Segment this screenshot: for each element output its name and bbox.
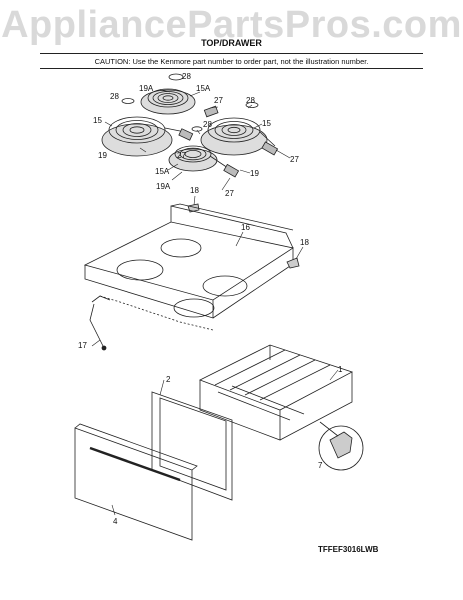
caution-divider — [40, 68, 423, 69]
callout-4: 4 — [113, 517, 118, 526]
header-divider — [40, 53, 423, 54]
drawer-body — [199, 344, 354, 441]
callout-28: 28 — [246, 96, 255, 105]
caution-note: CAUTION: Use the Kenmore part number to … — [94, 57, 369, 66]
callout-15: 15 — [93, 116, 102, 125]
callout-7: 7 — [318, 461, 323, 470]
trim-rings — [121, 73, 259, 132]
drawer-panel — [74, 423, 198, 541]
callout-28: 28 — [110, 92, 119, 101]
wire-harness — [89, 295, 111, 351]
callout-28: 28 — [203, 120, 212, 129]
callout-27: 27 — [177, 151, 186, 160]
callout-27: 27 — [225, 189, 234, 198]
callout-27: 27 — [290, 155, 299, 164]
drawer-front-frame — [151, 391, 233, 501]
element-center — [168, 145, 229, 172]
element-rear-left — [140, 88, 196, 115]
main-top-panel — [83, 203, 295, 331]
callout-19a: 19A — [156, 182, 171, 191]
section-title: TOP/DRAWER — [201, 38, 262, 48]
receptacle-blocks — [178, 105, 279, 178]
callout-16: 16 — [241, 223, 250, 232]
drawer-glide-inset — [318, 421, 364, 471]
callout-2: 2 — [166, 375, 171, 384]
callout-15a: 15A — [155, 167, 170, 176]
callout-18: 18 — [190, 186, 199, 195]
callout-18: 18 — [300, 238, 309, 247]
model-code: TFFEF3016LWB — [318, 545, 379, 554]
callout-27: 27 — [214, 96, 223, 105]
element-right — [200, 117, 276, 156]
callout-19: 19 — [98, 151, 107, 160]
callout-17: 17 — [78, 341, 87, 350]
watermark: AppliancePartsPros.com — [1, 4, 462, 46]
clip-right — [286, 257, 300, 269]
callout-labels: 28 19A 15A 28 27 28 15 15 19 27 28 27 15… — [78, 72, 343, 526]
callout-19: 19 — [250, 169, 259, 178]
callout-1: 1 — [338, 365, 343, 374]
callout-28: 28 — [182, 72, 191, 81]
callout-15: 15 — [262, 119, 271, 128]
leader-lines — [91, 89, 339, 516]
callout-15a: 15A — [196, 84, 211, 93]
callout-19a: 19A — [139, 84, 154, 93]
